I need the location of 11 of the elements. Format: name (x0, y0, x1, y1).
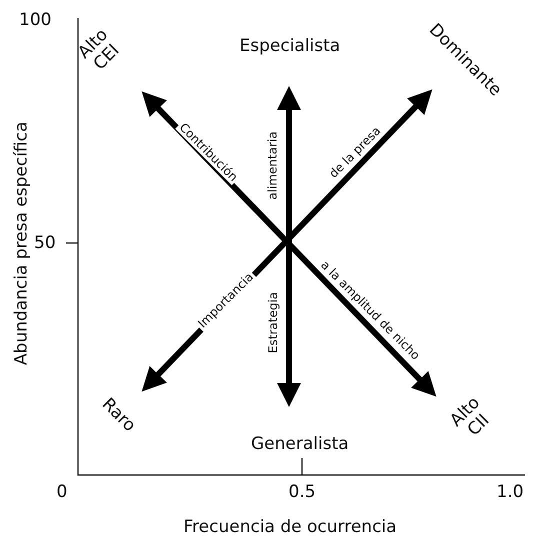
axis-title: Frecuencia de ocurrencia (184, 518, 397, 536)
axis-tick-label: 1.0 (496, 482, 524, 502)
axis-tick-label: 50 (34, 234, 56, 252)
axis-title: Abundancia presa específica (12, 121, 32, 365)
corner-label: Especialista (240, 36, 340, 56)
axis-tick-label: 0 (56, 482, 68, 502)
axis-tick-label: 0.5 (288, 482, 316, 502)
corner-label: Alto CII (445, 391, 494, 442)
axis-tick-label: 100 (19, 10, 52, 30)
corner-label: Alto CEI (73, 23, 124, 76)
corner-label: Generalista (251, 434, 349, 454)
